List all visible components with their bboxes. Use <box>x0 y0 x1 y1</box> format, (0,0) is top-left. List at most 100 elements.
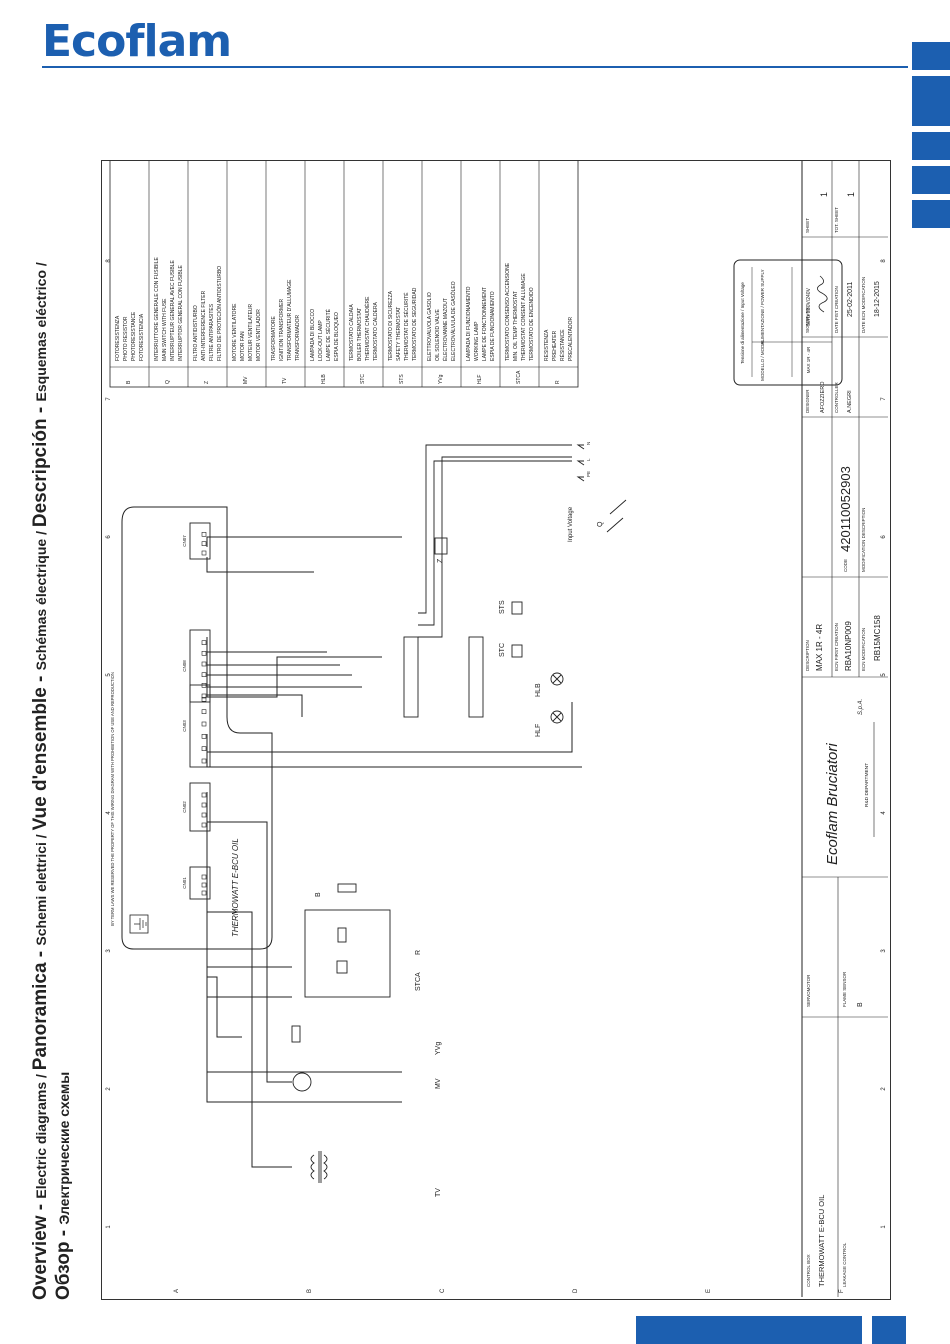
connector-label: CN02 <box>182 801 187 813</box>
legend-text: FILTRO DE PROTECIÓN ANTIDISTURBO <box>216 266 223 361</box>
connector-label: CN01 <box>182 877 187 889</box>
label-r: R <box>415 950 422 955</box>
designer-label: DESIGNER <box>805 389 810 413</box>
legend-text: THERMOSTAT DE SÉCURITÉ <box>403 292 410 361</box>
label-hlf: HLF <box>535 724 542 737</box>
date-first-label: DATE FIST CREATION <box>834 286 839 333</box>
side-tab-4[interactable] <box>912 166 950 194</box>
legend-text: PRECALENTADOR <box>568 317 574 361</box>
label-b: B <box>315 892 322 897</box>
connector-blocks: CN01 CN02 CN03 CN08 CN07 <box>182 522 211 900</box>
legend-text: PHOTO RESISTOR <box>123 316 129 361</box>
legend-code: YVg <box>438 374 444 384</box>
connector-pin <box>201 683 207 688</box>
copyright-note: BY TERM LAWS WE RESERVED THE PROPERTY OF… <box>110 672 115 926</box>
title-segment: Электрические схемы <box>55 1071 72 1225</box>
terminal-strip-right <box>468 636 484 718</box>
sheet-value: 1 <box>819 192 829 197</box>
connector-label: CN08 <box>182 660 187 672</box>
legend-code: STS <box>399 374 405 384</box>
legend-text: FILTRE ANTIPARASITES <box>209 303 215 361</box>
grid-row-label: F <box>839 1289 845 1293</box>
stca-thermostat <box>336 960 348 974</box>
label-l: L <box>586 458 591 461</box>
legend-text: LAMPADA DI BLOCCO <box>310 309 316 361</box>
legend-code: HLB <box>321 374 327 384</box>
side-tab-5[interactable] <box>912 200 950 228</box>
fan-motor <box>292 1072 312 1092</box>
grid-row-label: E <box>706 1289 712 1293</box>
tot-sheet-value: 1 <box>846 192 856 197</box>
legend-text: TRASFORMATORE <box>271 316 277 361</box>
supply-power-header: ALIMENTAZIONE / POWER SUPPLY <box>760 269 765 344</box>
grid-column-label: 6 <box>106 535 112 539</box>
legend-text: INTERRUPTEUR GENERAL AVEC FUSIBLE <box>170 259 176 361</box>
legend-text: TERMOSTATO CALDERA <box>373 301 379 361</box>
grid-row-label: D <box>573 1288 579 1293</box>
control-box-value: THERMOWATT E-BCU OIL <box>817 1195 826 1287</box>
label-mv: MV <box>435 1078 442 1089</box>
legend-text: INTERRUTTORE GENERALE CON FUSIBILE <box>154 257 160 361</box>
grid-column-label: 1 <box>881 1225 887 1229</box>
signature-label: SIGNATURE <box>805 307 810 333</box>
legend-text: TERMOSTATO DE ENCENDIDO <box>529 287 535 361</box>
label-stca: STCA <box>415 972 422 991</box>
legend-text: LAMPE DE SÉCURITÉ <box>325 308 332 361</box>
label-pe: PE <box>586 471 591 477</box>
code-value: 420110052903 <box>838 466 853 552</box>
connector-block <box>189 866 211 900</box>
supply-model-value: MAX 1R - 4R <box>806 346 811 373</box>
grid-column-label: 2 <box>106 1087 112 1091</box>
description-value: MAX 1R - 4R <box>815 624 824 671</box>
side-tab-3[interactable] <box>912 132 950 160</box>
side-tab-1[interactable] <box>912 42 950 70</box>
date-first-value: 25-02-2011 <box>847 282 854 317</box>
grid-column-label: 7 <box>881 397 887 401</box>
grid-column-label: 6 <box>881 535 887 539</box>
title-segment: Обзор - <box>52 1224 74 1300</box>
side-tab-2[interactable] <box>912 76 950 126</box>
ecn-first-value: RBA10NP009 <box>844 621 853 671</box>
flame-sensor-value: B <box>857 1002 864 1007</box>
connector-label: CN03 <box>182 720 187 732</box>
connector-block <box>189 522 211 560</box>
control-unit-label: THERMOWATT E-BCU OIL <box>231 838 240 937</box>
grid-column-label: 8 <box>881 259 887 263</box>
legend-text: TERMOSTATO CONSENSO ACCENSIONE <box>505 262 511 361</box>
preheater-resistor <box>337 927 347 943</box>
connector-pin <box>201 721 207 727</box>
legend-text: ESPIA DE FUNCIONAMIENTO <box>490 291 496 361</box>
grid-row-label: C <box>440 1288 446 1293</box>
title-segment: Schemi elettrici / <box>33 830 49 946</box>
grid-column-label: 2 <box>881 1087 887 1091</box>
footer-bar-right <box>872 1316 906 1344</box>
flame-sensor-label: FLAME SENSOR <box>842 971 847 1007</box>
supply-box-caption: Tensione di alimentazione / Input Voltag… <box>740 282 745 364</box>
legend-text: FOTORESISTENCIA <box>139 313 145 361</box>
legend-text: THERMOSTAT CONSENT ALLUMAGE <box>521 273 527 361</box>
legend-code: STCA <box>516 370 522 384</box>
company-suffix: S.p.A. <box>858 699 864 715</box>
legend-text: TERMOSTATO CALDAIA <box>349 304 355 361</box>
connector-label: CN07 <box>182 535 187 547</box>
signature-mark <box>817 275 828 313</box>
label-tv: TV <box>435 1188 442 1197</box>
page-title-line-1: Overview - Electric diagrams / Panoramic… <box>30 180 53 1300</box>
ecn-mod-label: ECN MODIFICATION <box>861 628 866 671</box>
connector-block <box>189 684 211 768</box>
legend-code: STC <box>360 374 366 384</box>
legend-text: FILTRO ANTIDISTURBO <box>193 305 199 361</box>
ecn-mod-value: RB15MC158 <box>873 615 882 661</box>
grid-column-label: 5 <box>881 673 887 677</box>
photoresistor <box>337 883 357 893</box>
stca-block <box>304 909 391 998</box>
supply-box: Tensione di alimentazione / Input Voltag… <box>733 259 843 386</box>
connector-pin <box>201 792 207 798</box>
controller-label: CONTROLLER <box>834 381 839 413</box>
main-switch <box>606 499 627 533</box>
grid-row-label: B <box>307 1289 313 1293</box>
legend-text: ESPIA DE BLOQUEO <box>334 312 340 361</box>
header-rule <box>42 66 908 68</box>
title-block: CONTROL BOX THERMOWATT E-BCU OIL LEAKAGE… <box>801 161 888 1297</box>
